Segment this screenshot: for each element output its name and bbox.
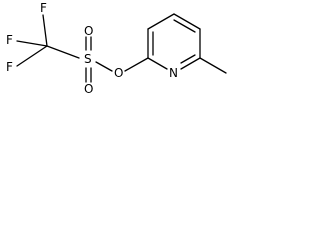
bond-c-s	[46, 45, 80, 59]
so-double-bond-down	[85, 67, 92, 83]
pyridine-ring	[147, 13, 201, 70]
bond-c-f-bottom	[16, 45, 48, 67]
bond-c4-c5	[173, 13, 201, 30]
bond-s-o-ester	[95, 61, 113, 72]
atom-f-top: F	[40, 1, 47, 15]
so-double-bond-up	[85, 36, 92, 51]
structure-canvas: F F F S O O O N	[0, 0, 254, 112]
bond-c6-n-inner	[180, 54, 196, 64]
atom-f-bottom: F	[6, 60, 13, 74]
atom-o-down: O	[84, 82, 93, 96]
bond-c4-c5-inner	[173, 19, 196, 33]
atom-n-ring: N	[169, 66, 178, 80]
molecule-diagram: F F F S O O O N	[6, 1, 227, 96]
bond-c6-methyl	[199, 57, 227, 74]
atom-f-left: F	[6, 33, 13, 47]
bond-o-c2	[124, 57, 149, 72]
bond-c6-n	[180, 57, 201, 70]
bond-c-f-top	[42, 14, 48, 47]
atom-s: S	[84, 52, 92, 66]
cf-bonds	[16, 14, 48, 67]
bond-n-c2	[147, 57, 168, 70]
atom-o-ester: O	[114, 66, 123, 80]
atom-o-up: O	[84, 24, 93, 38]
bond-c-f-left	[16, 40, 48, 47]
bond-c3-c4	[147, 13, 175, 30]
